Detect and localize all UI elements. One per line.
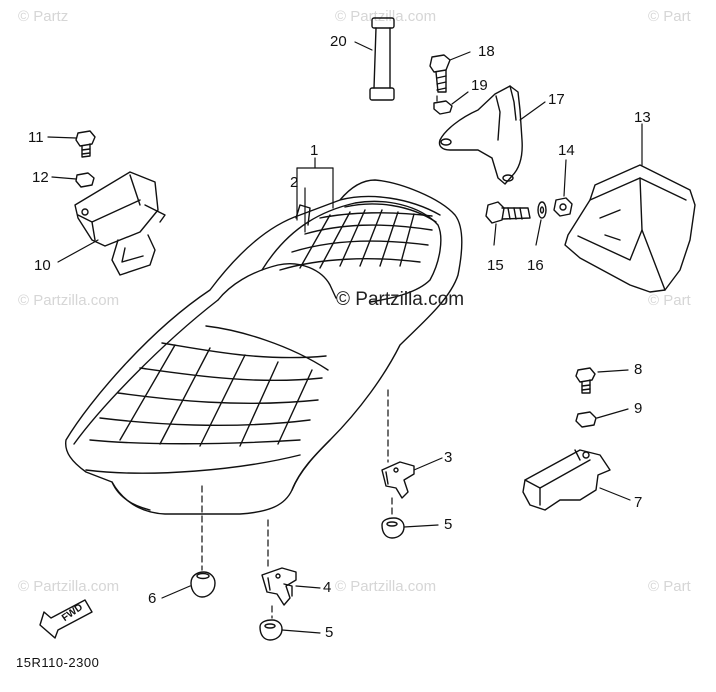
part-8-bolt [575,367,596,394]
diagram-code: 15R110-2300 [16,655,100,670]
callout-5-lower: 5 [325,624,334,641]
watermark-top-left: © Partz [18,8,69,25]
callout-13: 13 [634,109,651,126]
part-9-nut [575,411,597,428]
callout-4: 4 [323,579,332,596]
part-14-nut [553,197,573,217]
watermark-top-right: © Part [648,8,691,25]
callout-17: 17 [548,91,565,108]
callout-15: 15 [487,257,504,274]
callout-14: 14 [558,142,575,159]
part-5-grommet-lower [259,619,283,641]
callout-2: 2 [290,174,299,191]
part-15-bolt [485,201,531,224]
watermark-bottom-center: © Partzilla.com [335,578,437,595]
part-11-bolt [75,130,96,158]
callout-16: 16 [527,257,544,274]
seat-assembly [65,179,463,515]
part-17-bracket [438,85,523,185]
callout-1: 1 [310,142,319,159]
callout-6: 6 [148,590,157,607]
callout-11: 11 [28,129,44,146]
fwd-arrow [39,599,93,639]
callout-19: 19 [471,77,488,94]
part-5-grommet-upper [381,517,405,539]
part-19-nut [433,100,453,115]
watermark-top-center: © Partzilla.com [335,8,437,25]
watermark-mid-right: © Part [648,292,691,309]
part-13-tray [564,164,696,293]
part-18-bolt [429,54,451,93]
watermark-center: © Partzilla.com [336,289,465,310]
watermark-bottom-left: © Partzilla.com [18,578,120,595]
callout-10: 10 [34,257,51,274]
part-10-lock [74,171,166,276]
watermark-bottom-right: © Part [648,578,691,595]
callout-3: 3 [444,449,453,466]
part-7-bracket [522,449,611,511]
part-4-hook [261,567,297,606]
callout-7: 7 [634,494,643,511]
callout-12: 12 [32,169,49,186]
callout-20: 20 [330,33,347,50]
callout-8: 8 [634,361,643,378]
part-6-damper [190,571,216,598]
watermark-mid-left: © Partzilla.com [18,292,120,309]
part-20-strap [369,17,395,101]
part-16-washer [537,201,547,219]
leader-lines [47,41,643,634]
callout-18: 18 [478,43,495,60]
callout-5-upper: 5 [444,516,453,533]
callout-9: 9 [634,400,643,417]
alignment-lines [201,95,438,619]
part-12-nut [75,172,95,188]
part-3-hook [381,461,415,499]
